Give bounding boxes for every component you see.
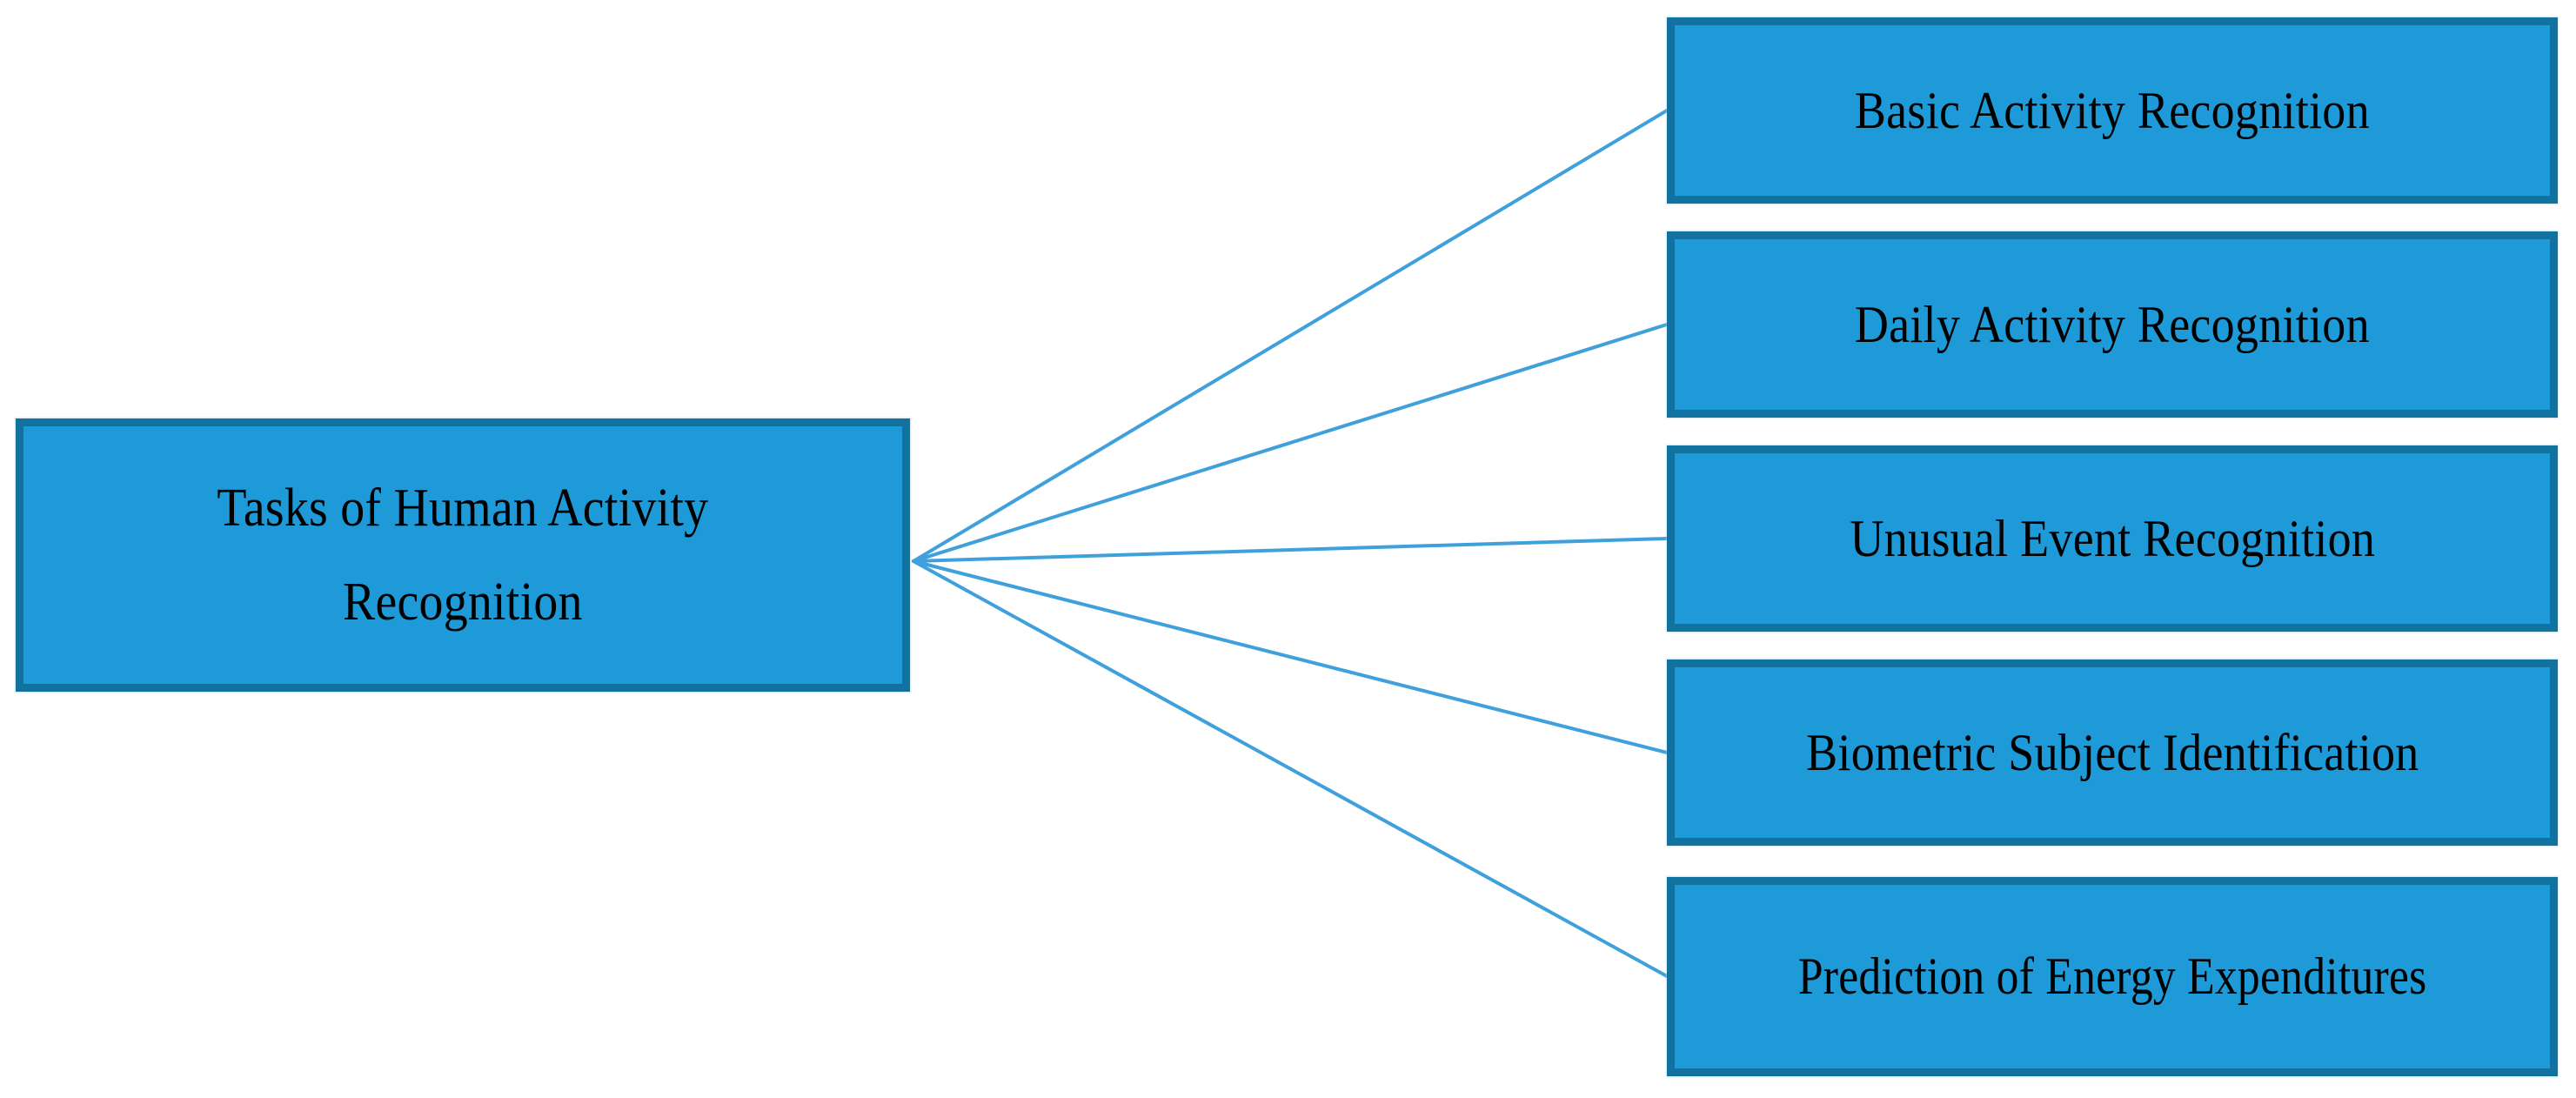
- leaf-node-label: Biometric Subject Identification: [1805, 723, 2419, 781]
- leaf-node-biometric-subject-identification: Biometric Subject Identification: [1667, 659, 2558, 846]
- connector-line-3: [912, 537, 1669, 563]
- leaf-node-unusual-event-recognition: Unusual Event Recognition: [1667, 445, 2558, 632]
- leaf-node-basic-activity-recognition: Basic Activity Recognition: [1667, 17, 2558, 204]
- connector-line-5: [912, 559, 1669, 978]
- leaf-node-label: Unusual Event Recognition: [1850, 509, 2375, 567]
- leaf-node-daily-activity-recognition: Daily Activity Recognition: [1667, 231, 2558, 418]
- connector-line-1: [912, 109, 1669, 563]
- leaf-node-label: Daily Activity Recognition: [1855, 295, 2370, 353]
- root-node-label: Tasks of Human Activity Recognition: [217, 478, 709, 633]
- leaf-node-label: Prediction of Energy Expenditures: [1797, 947, 2427, 1005]
- leaf-node-prediction-of-energy-expenditures: Prediction of Energy Expenditures: [1667, 877, 2558, 1076]
- connector-line-2: [912, 323, 1669, 563]
- root-node-tasks-of-human-activity-recognition: Tasks of Human Activity Recognition: [16, 418, 910, 692]
- connector-line-4: [912, 559, 1669, 754]
- leaf-node-label: Basic Activity Recognition: [1855, 81, 2370, 139]
